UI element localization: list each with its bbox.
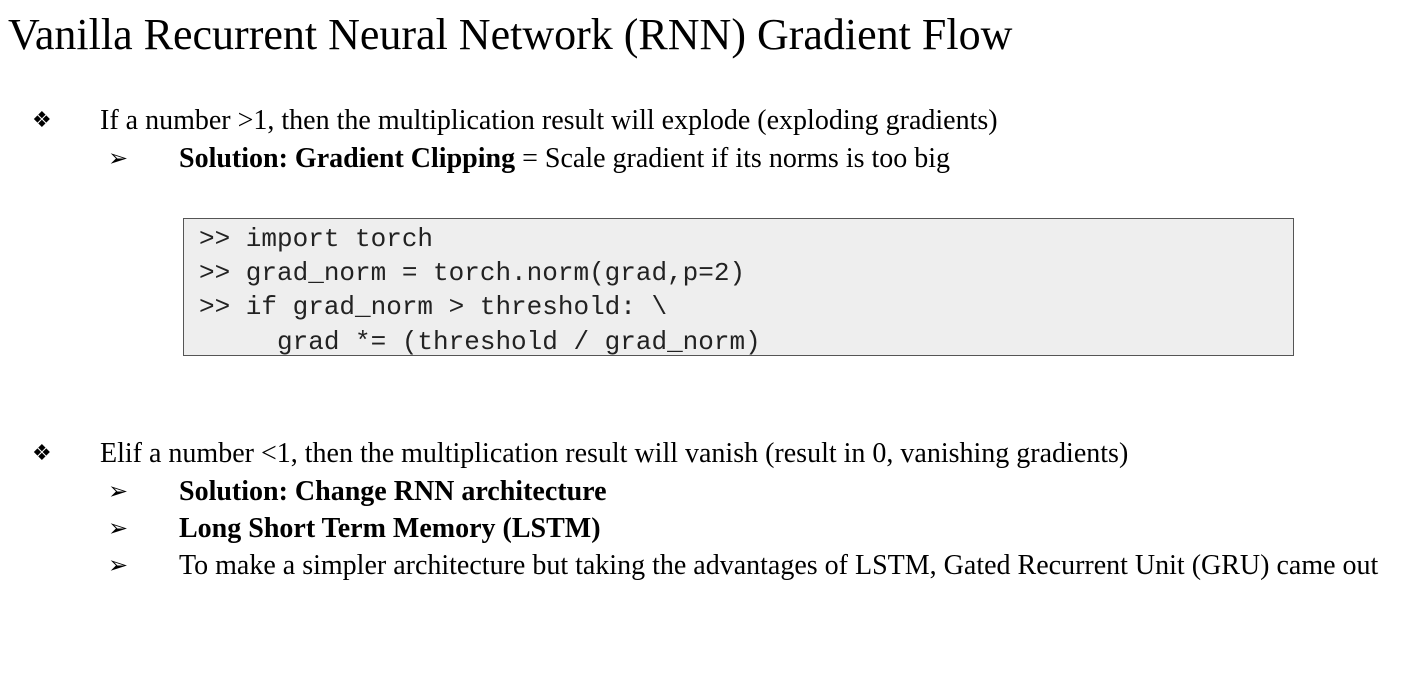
sub-bullet-gru-text: To make a simpler architecture but takin… bbox=[179, 550, 1379, 581]
code-line: >> if grad_norm > threshold: \ bbox=[199, 292, 668, 322]
gradient-clipping-label: Solution: Gradient Clipping bbox=[179, 143, 516, 174]
code-block: >> import torch >> grad_norm = torch.nor… bbox=[183, 218, 1294, 356]
code-line: >> import torch bbox=[199, 224, 434, 254]
bullet-exploding-text: If a number >1, then the multiplication … bbox=[100, 105, 998, 136]
diamond-bullet-icon: ❖ bbox=[32, 441, 52, 466]
arrow-bullet-icon: ➢ bbox=[108, 144, 129, 172]
gradient-clipping-description: = Scale gradient if its norms is too big bbox=[515, 143, 951, 174]
arrow-bullet-icon: ➢ bbox=[108, 514, 129, 542]
arrow-bullet-icon: ➢ bbox=[108, 551, 129, 579]
bullet-vanishing-text: Elif a number <1, then the multiplicatio… bbox=[100, 438, 1129, 469]
sub-bullet-gradient-clipping-text: Solution: Gradient Clipping = Scale grad… bbox=[179, 140, 1394, 177]
code-line: >> grad_norm = torch.norm(grad,p=2) bbox=[199, 258, 746, 288]
sub-bullet-lstm-text: Long Short Term Memory (LSTM) bbox=[179, 513, 601, 544]
code-line: grad *= (threshold / grad_norm) bbox=[199, 327, 761, 356]
sub-bullet-change-architecture-text: Solution: Change RNN architecture bbox=[179, 476, 607, 507]
diamond-bullet-icon: ❖ bbox=[32, 108, 52, 133]
slide-title: Vanilla Recurrent Neural Network (RNN) G… bbox=[8, 10, 1013, 59]
arrow-bullet-icon: ➢ bbox=[108, 477, 129, 505]
